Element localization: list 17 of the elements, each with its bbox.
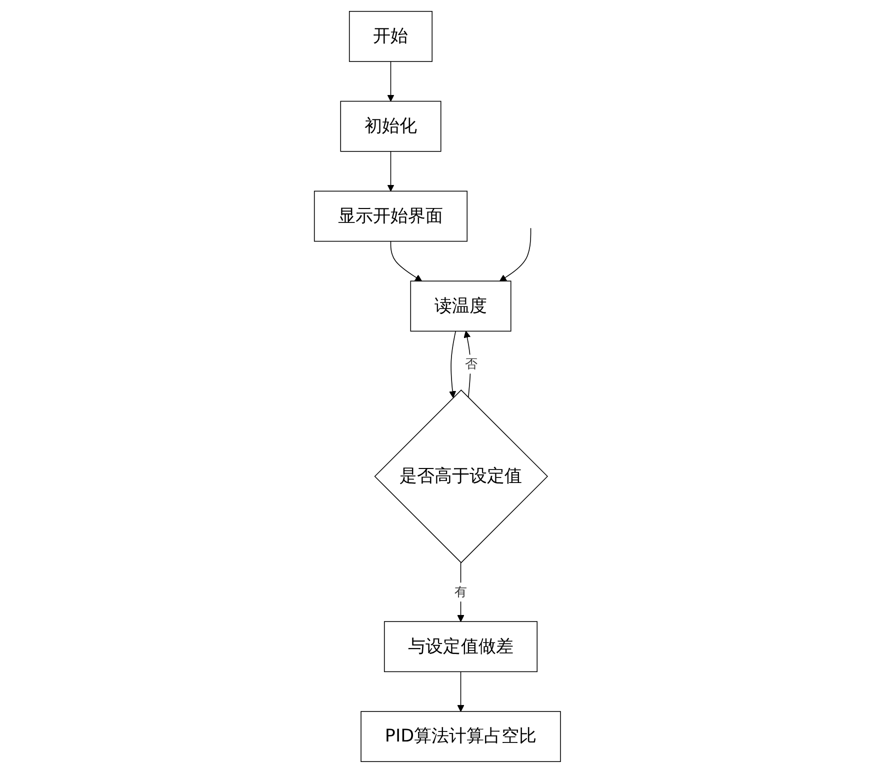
arrow bbox=[386, 61, 394, 102]
node-box: 开始 bbox=[348, 10, 432, 62]
arrow bbox=[456, 562, 464, 622]
arrow bbox=[448, 330, 456, 398]
node-box: 与设定值做差 bbox=[384, 621, 538, 672]
node-box: 显示开始界面 bbox=[314, 190, 468, 242]
node-box: 初始化 bbox=[340, 100, 441, 152]
arrow bbox=[456, 671, 464, 712]
node-diamond: 是否高于设定值 bbox=[374, 390, 548, 564]
arrow bbox=[463, 330, 470, 398]
arrow bbox=[499, 228, 531, 282]
edge-label: 否 bbox=[464, 356, 478, 372]
arrow bbox=[386, 151, 394, 192]
arrow bbox=[390, 240, 422, 282]
node-box: PID算法计算占空比 bbox=[360, 711, 560, 762]
node-box: 读温度 bbox=[410, 280, 511, 332]
edge-label: 有 bbox=[454, 584, 467, 600]
